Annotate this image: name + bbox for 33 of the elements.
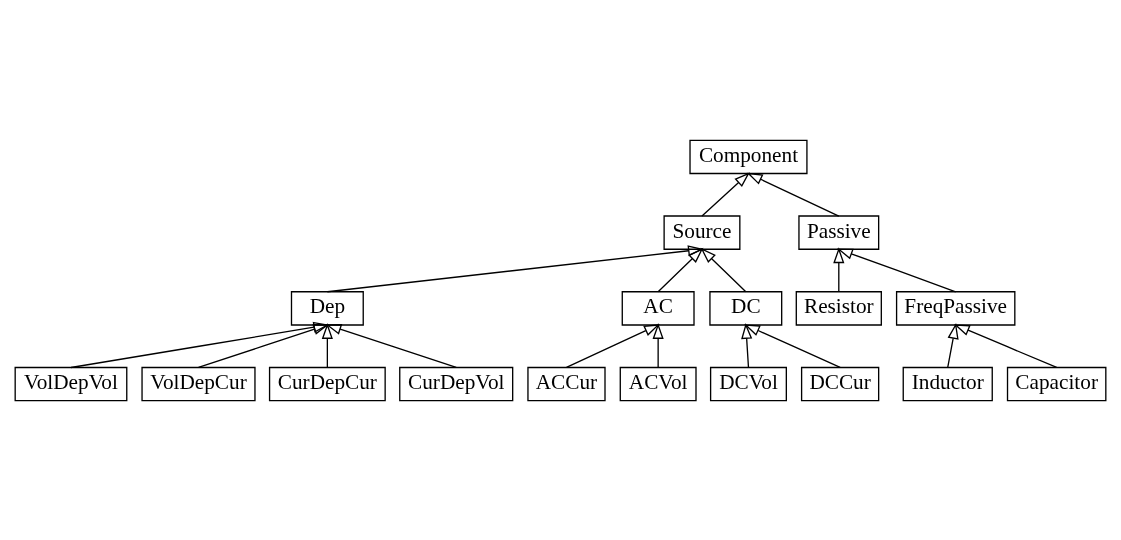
node-box: VolDepCur: [141, 366, 256, 401]
arrow: [652, 322, 664, 368]
arrow: [565, 323, 660, 368]
arrow: [325, 323, 457, 368]
arrow: [833, 246, 845, 292]
arrow: [701, 171, 750, 217]
arrow: [321, 322, 333, 368]
arrow: [657, 247, 704, 292]
node-box: Passive: [798, 214, 880, 250]
node-box: DCCur: [800, 366, 880, 401]
node-box: CurDepVol: [399, 366, 514, 401]
arrow: [744, 323, 841, 368]
node-box: CurDepCur: [268, 366, 386, 401]
arrow: [70, 321, 330, 368]
arrow: [746, 172, 840, 217]
node-box: AC: [621, 290, 695, 326]
arrow: [836, 248, 957, 292]
node-box: DCVol: [709, 366, 787, 401]
node-box: FreqPassive: [895, 290, 1016, 326]
node-box: DC: [709, 290, 783, 326]
arrow: [197, 323, 330, 368]
node-box: VolDepVol: [14, 366, 128, 401]
arrow: [700, 247, 747, 292]
node-box: Source: [663, 214, 741, 250]
node-box: ACCur: [527, 366, 606, 401]
node-box: Component: [689, 139, 808, 174]
arrow: [326, 244, 704, 292]
node-box: Inductor: [902, 366, 993, 401]
node-box: Resistor: [795, 290, 882, 326]
node-box: Dep: [290, 290, 364, 326]
node-box: ACVol: [619, 366, 697, 401]
node-box: Capacitor: [1006, 366, 1107, 401]
arrow: [953, 323, 1058, 368]
